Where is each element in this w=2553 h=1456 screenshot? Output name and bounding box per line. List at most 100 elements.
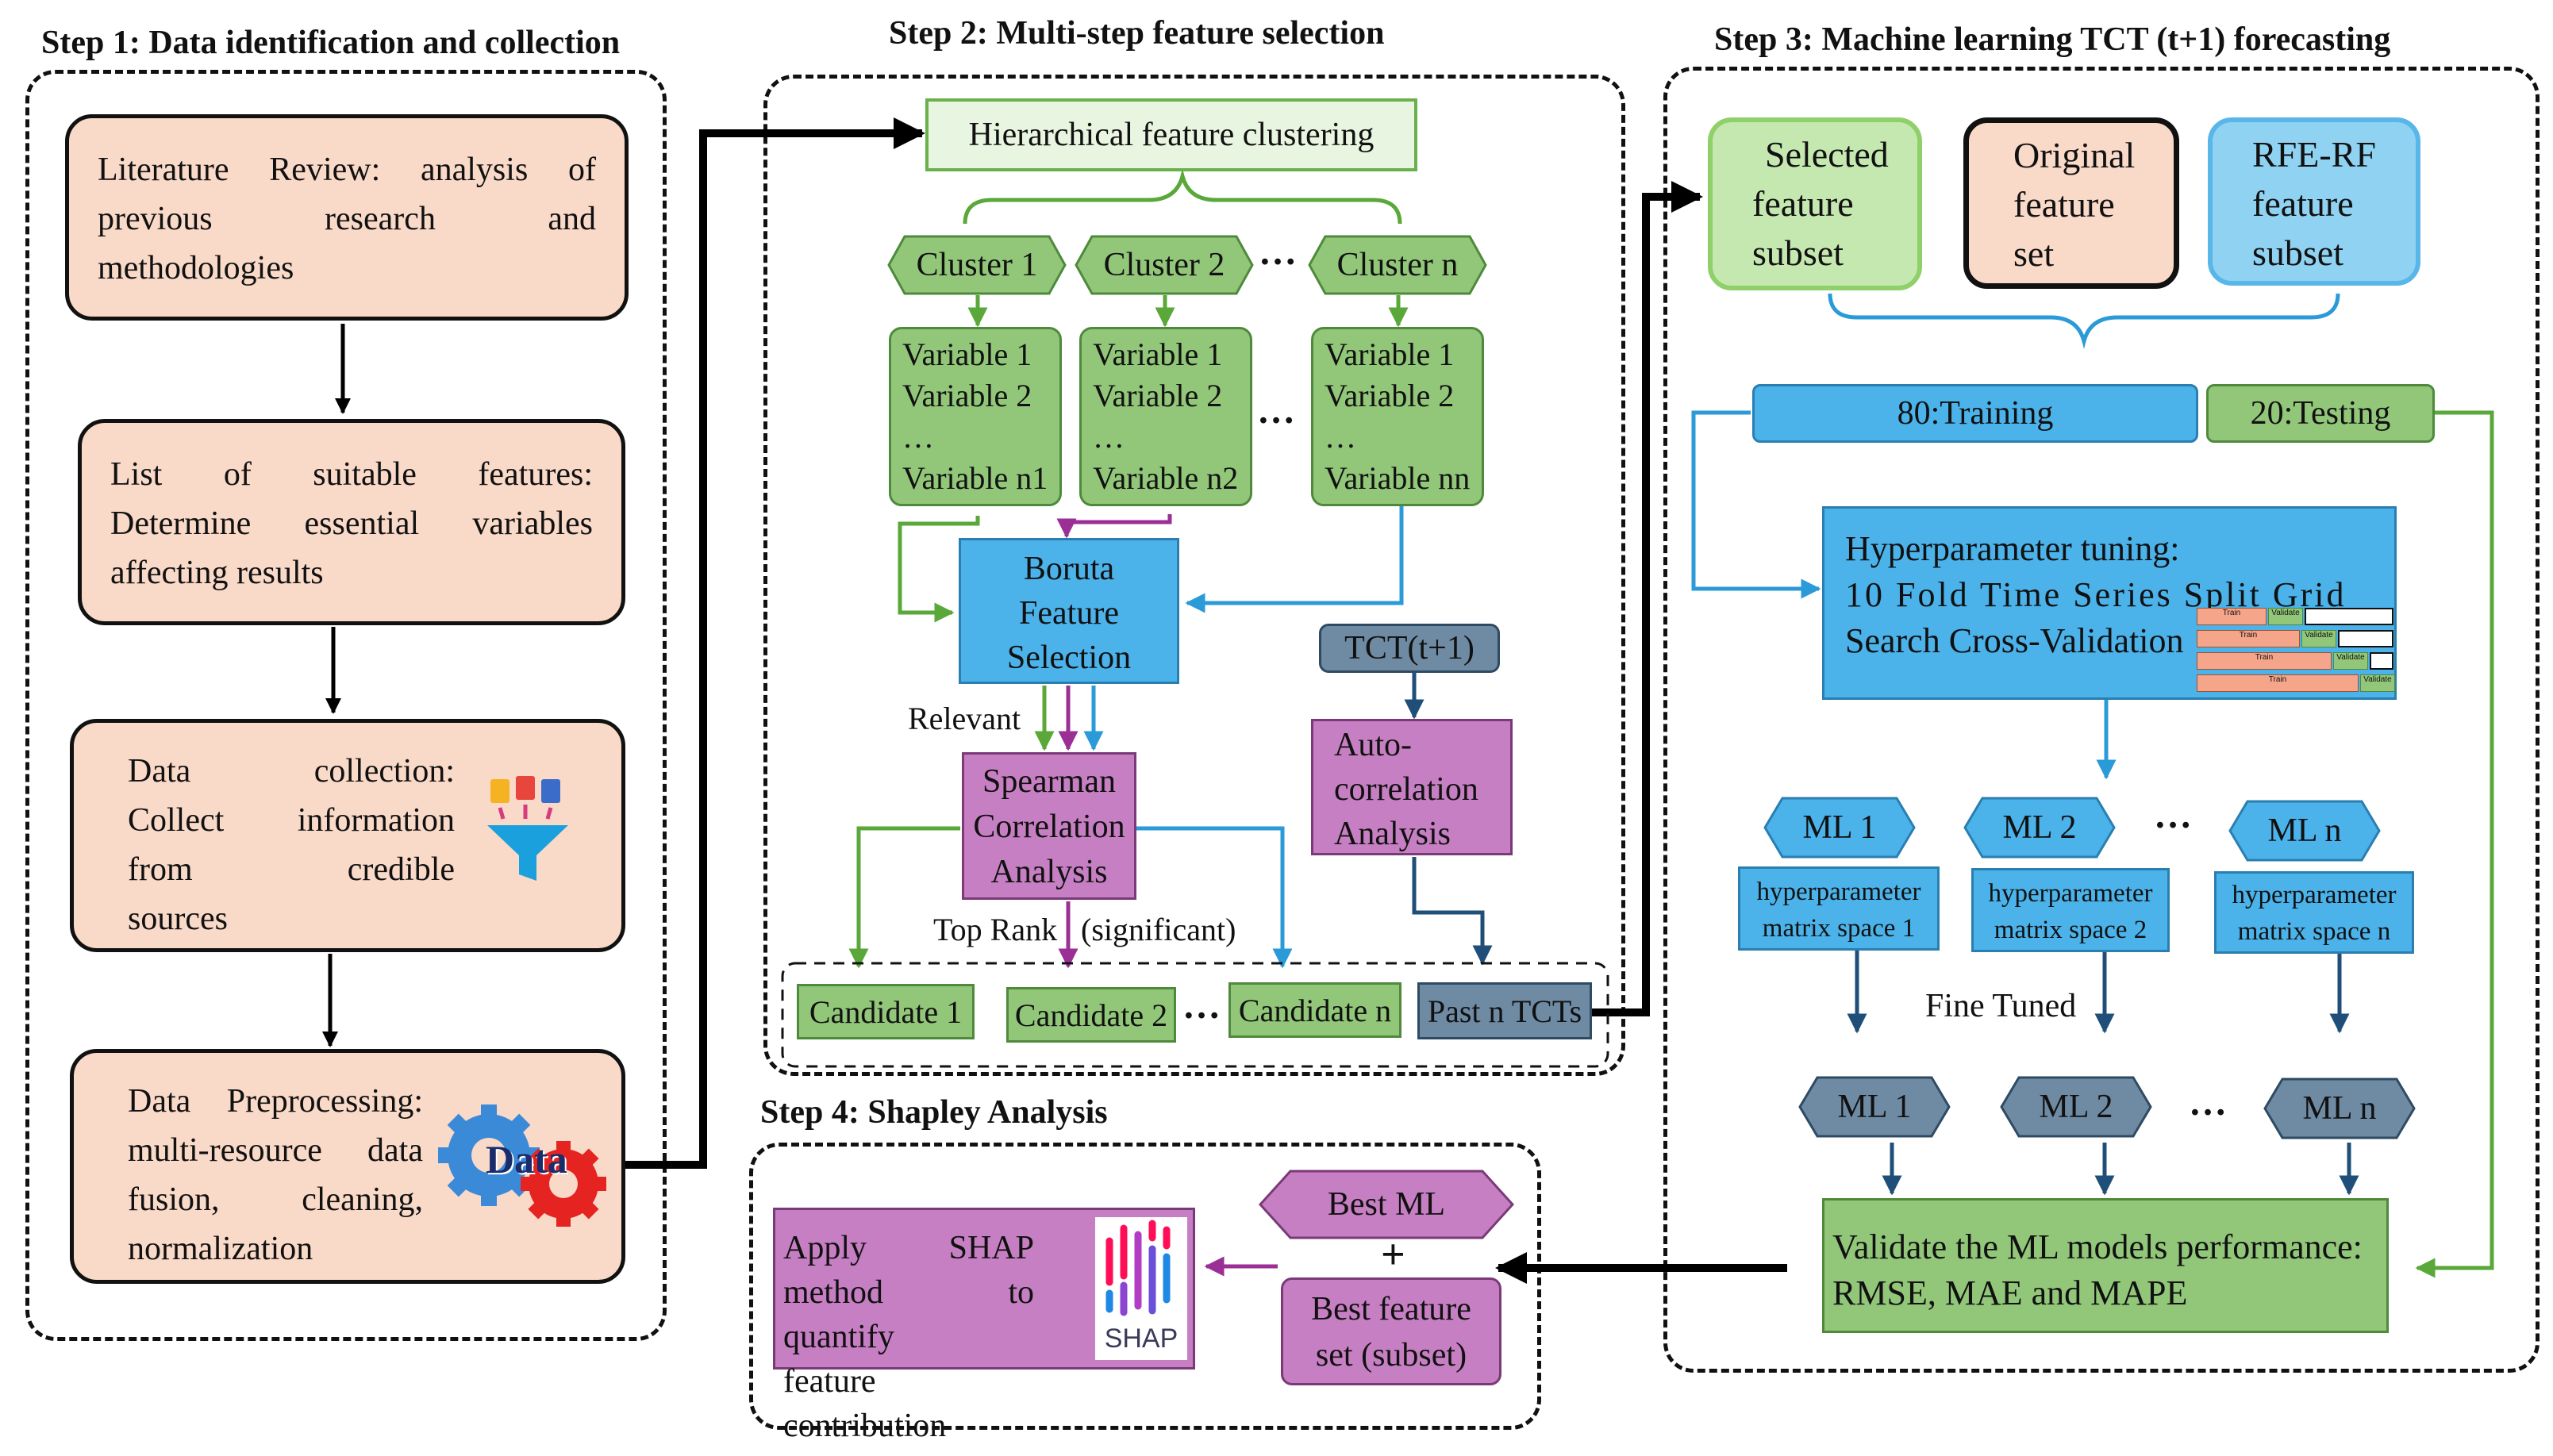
cv-split-graphic: Train Validate Train Validate Train Vali… — [2197, 608, 2395, 695]
cluster-1-label: Cluster 1 — [916, 247, 1038, 283]
hyperparameter-tuning-box: Hyperparameter tuning: 10 Fold Time Seri… — [1822, 506, 2397, 700]
preprocessing-line-1: Data Preprocessing: — [128, 1083, 423, 1120]
ml-1-bottom-hexagon: ML 1 — [1798, 1076, 1951, 1138]
ml-2-bottom-label: ML 2 — [2039, 1089, 2113, 1125]
hyper-line-1: Hyperparameter tuning: — [1845, 529, 2180, 568]
candidate-1: Candidate 1 — [797, 984, 975, 1039]
hp-space-n-line-2: matrix space n — [2237, 917, 2391, 946]
cv-empty-1 — [2305, 608, 2393, 625]
candidate-n: Candidate n — [1228, 982, 1401, 1038]
literature-line-2: previous research and — [98, 201, 596, 237]
suitable-features-box: List of suitable features: Determine ess… — [78, 419, 625, 625]
ml-n-top-hexagon: ML n — [2228, 800, 2381, 862]
relevant-label: Relevant — [908, 701, 1021, 736]
hierarchical-clustering-box: Hierarchical feature clustering — [925, 98, 1417, 171]
hyper-line-3: Search Cross-Validation — [1845, 621, 2184, 660]
ml-2-top-label: ML 2 — [2002, 809, 2077, 846]
literature-line-3: methodologies — [98, 250, 294, 286]
cluster-n-hexagon: Cluster n — [1308, 235, 1487, 295]
testing-split-box: 20:Testing — [2206, 384, 2435, 443]
hp-space-n-line-1: hyperparameter — [2232, 881, 2397, 909]
shap-logo-icon — [1105, 1220, 1171, 1316]
validate-performance-box: Validate the ML models performance: RMSE… — [1822, 1198, 2389, 1333]
ml-n-bottom-label: ML n — [2302, 1090, 2377, 1127]
ml-2-top-hexagon: ML 2 — [1963, 797, 2116, 859]
var-2-2: Variable 2 — [1093, 378, 1223, 413]
best-feature-set-box: Best feature set (subset) — [1281, 1277, 1501, 1385]
tct-box: TCT(t+1) — [1319, 624, 1500, 673]
best-ml-hexagon: Best ML — [1258, 1170, 1515, 1239]
var-2-dots: … — [1093, 419, 1125, 455]
var-2-n: Variable n2 — [1093, 460, 1239, 496]
preprocessing-line-3: fusion, cleaning, — [128, 1181, 423, 1218]
training-split-box: 80:Training — [1752, 384, 2198, 443]
spearman-box: Spearman Correlation Analysis — [962, 752, 1136, 900]
original-line-1: Original — [2013, 135, 2136, 175]
var-n-dots: … — [1325, 419, 1356, 455]
boruta-line-3: Selection — [1006, 640, 1132, 676]
autocorr-line-2: correlation — [1334, 771, 1478, 808]
var-1-2: Variable 2 — [902, 378, 1032, 413]
features-line-3: affecting results — [110, 555, 324, 591]
fine-tuned-label: Fine Tuned — [1925, 988, 2077, 1024]
hp-space-2: hyperparameter matrix space 2 — [1971, 868, 2170, 952]
rfe-rf-feature-subset-box: RFE-RF feature subset — [2208, 117, 2420, 286]
features-line-1: List of suitable features: — [110, 456, 593, 493]
significant-label: (significant) — [1081, 912, 1236, 947]
autocorr-line-3: Analysis — [1334, 816, 1451, 852]
data-icon-label: Data — [486, 1137, 567, 1181]
data-collection-box: Data collection: Collect information fro… — [70, 719, 625, 952]
best-feature-line-1: Best feature — [1311, 1291, 1471, 1327]
gears-icon — [438, 1104, 606, 1227]
var-2-1: Variable 1 — [1093, 336, 1223, 372]
top-rank-label: Top Rank — [933, 912, 1058, 947]
hp-space-1-line-1: hyperparameter — [1756, 878, 1921, 906]
hp-space-2-line-2: matrix space 2 — [1994, 916, 2147, 944]
step3-panel — [1663, 67, 2540, 1373]
literature-review-box: Literature Review: analysis of previous … — [65, 114, 629, 321]
variable-group-2: Variable 1 Variable 2 … Variable n2 — [1079, 327, 1252, 506]
funnel-icon — [487, 776, 568, 881]
variable-group-1: Variable 1 Variable 2 … Variable n1 — [889, 327, 1062, 506]
variable-ellipsis: … — [1257, 390, 1295, 432]
cv-validate-1: Validate — [2268, 608, 2303, 625]
features-line-2: Determine essential variables — [110, 505, 593, 542]
candidate-ellipsis: … — [1182, 985, 1221, 1027]
step1-title: Step 1: Data identification and collecti… — [41, 25, 621, 61]
var-n-1: Variable 1 — [1325, 336, 1455, 372]
step2-title: Step 2: Multi-step feature selection — [889, 15, 1385, 52]
original-line-3: set — [2013, 233, 2055, 274]
ml-n-bottom-hexagon: ML n — [2263, 1078, 2416, 1139]
collection-line-4: sources — [128, 901, 228, 937]
spearman-line-1: Spearman — [982, 763, 1116, 800]
selected-line-1: Selected — [1765, 134, 1889, 175]
var-1-n: Variable n1 — [902, 460, 1048, 496]
step2-panel — [763, 75, 1625, 1076]
data-preprocessing-box: Data Preprocessing: multi-resource data … — [70, 1049, 625, 1284]
literature-line-1: Literature Review: analysis of — [98, 152, 596, 188]
shap-line-1: Apply SHAP — [783, 1230, 1034, 1266]
shap-logo-text: SHAP — [1104, 1323, 1178, 1354]
cv-train-4: Train — [2197, 674, 2359, 692]
plus-sign: + — [1381, 1231, 1405, 1278]
best-ml-label: Best ML — [1327, 1186, 1446, 1223]
collection-line-1: Data collection: — [128, 753, 455, 789]
ml-2-bottom-hexagon: ML 2 — [2000, 1076, 2152, 1138]
cluster-2-hexagon: Cluster 2 — [1075, 235, 1254, 295]
shap-line-2: method to quantify — [783, 1274, 1034, 1355]
ml-bottom-ellipsis: … — [2189, 1081, 2227, 1124]
ml-n-top-label: ML n — [2267, 813, 2342, 849]
autocorrelation-box: Auto- correlation Analysis — [1311, 719, 1513, 855]
autocorr-line-1: Auto- — [1334, 727, 1412, 763]
hp-space-2-line-1: hyperparameter — [1988, 879, 2153, 908]
preprocessing-line-2: multi-resource data — [128, 1132, 423, 1169]
var-1-1: Variable 1 — [902, 336, 1032, 372]
variable-group-n: Variable 1 Variable 2 … Variable nn — [1311, 327, 1484, 506]
rfe-line-1: RFE-RF — [2252, 134, 2376, 175]
boruta-box: Boruta Feature Selection — [959, 538, 1179, 684]
cluster-1-hexagon: Cluster 1 — [887, 235, 1067, 295]
spearman-line-2: Correlation — [973, 809, 1125, 845]
cv-validate-4: Validate — [2360, 674, 2395, 692]
validate-line-2: RMSE, MAE and MAPE — [1832, 1274, 2188, 1312]
